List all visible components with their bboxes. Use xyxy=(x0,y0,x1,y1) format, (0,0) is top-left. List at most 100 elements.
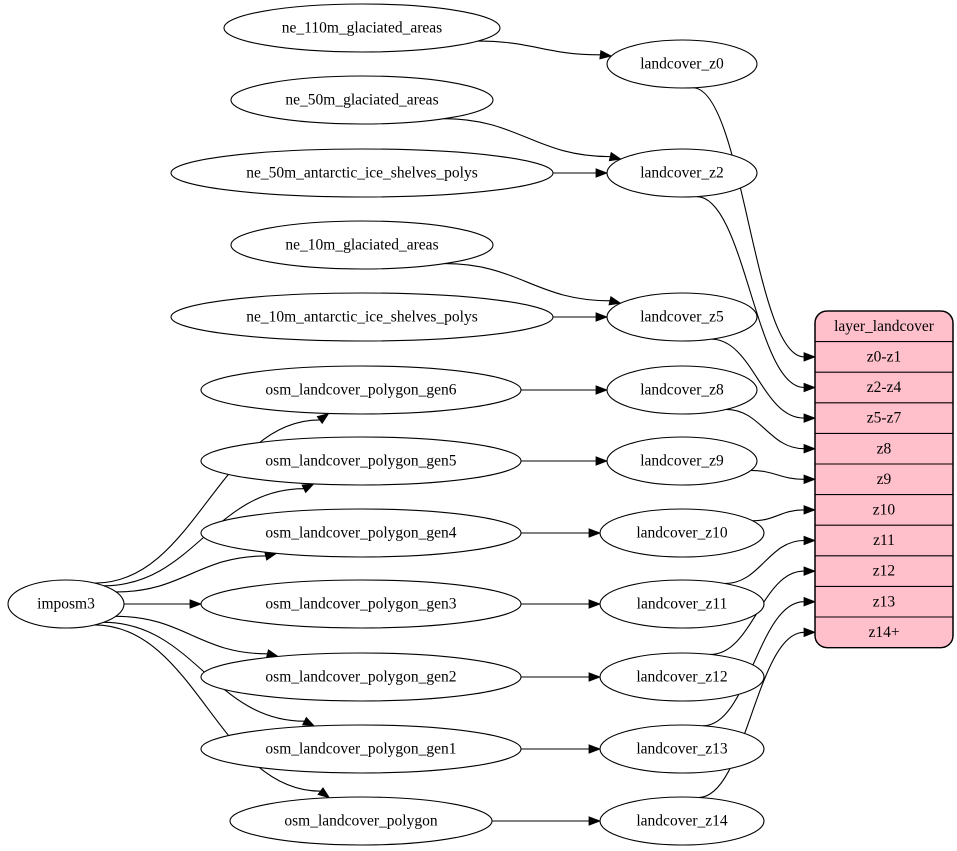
node-label: ne_50m_antarctic_ice_shelves_polys xyxy=(246,165,478,182)
table-row-label-z2-z4[interactable]: z2-z4 xyxy=(867,379,902,396)
node-osm_landcover_polygon_gen3[interactable]: osm_landcover_polygon_gen3 xyxy=(200,579,522,629)
node-label: ne_50m_glaciated_areas xyxy=(285,92,438,109)
edge-arrowhead xyxy=(803,535,817,546)
node-label: osm_landcover_polygon_gen4 xyxy=(265,525,456,542)
node-ne_10m_glaciated_areas[interactable]: ne_10m_glaciated_areas xyxy=(230,220,494,270)
node-ne_50m_antarctic_ice_shelves_polys[interactable]: ne_50m_antarctic_ice_shelves_polys xyxy=(170,148,554,198)
table-row-label-z12[interactable]: z12 xyxy=(873,563,895,580)
edge-arrowhead xyxy=(301,483,315,494)
mid-node-shape xyxy=(599,652,765,702)
nodes-layer: imposm3 ne_110m_glaciated_areas ne_50m_gla… xyxy=(7,3,765,846)
table-row-label-z5-z7[interactable]: z5-z7 xyxy=(867,410,902,427)
node-osm_landcover_polygon_gen1[interactable]: osm_landcover_polygon_gen1 xyxy=(200,724,522,774)
edge-arrowhead xyxy=(803,566,817,576)
edge-imposm3-to-osm_landcover_polygon_gen4 xyxy=(116,555,266,593)
mid-node-shape xyxy=(599,508,765,558)
node-label: ne_110m_glaciated_areas xyxy=(282,20,442,37)
edge-arrowhead xyxy=(803,596,817,607)
edge-arrowhead xyxy=(588,816,602,826)
node-osm_landcover_polygon[interactable]: osm_landcover_polygon xyxy=(229,796,493,846)
mid-node-shape xyxy=(606,292,758,342)
node-osm_landcover_polygon_gen2[interactable]: osm_landcover_polygon_gen2 xyxy=(200,652,522,702)
node-osm_landcover_polygon_gen5[interactable]: osm_landcover_polygon_gen5 xyxy=(200,436,522,486)
mid-node-shape xyxy=(599,579,765,629)
table-row-label-z14-[interactable]: z14+ xyxy=(868,624,899,641)
node-label: landcover_z13 xyxy=(636,741,727,758)
node-label: imposm3 xyxy=(37,596,95,613)
edge-arrowhead xyxy=(803,443,817,454)
edge-landcover_z8-to-layer_landcover-z8 xyxy=(726,408,805,450)
node-ne_110m_glaciated_areas[interactable]: ne_110m_glaciated_areas xyxy=(223,3,501,53)
edge-arrowhead xyxy=(588,672,602,682)
edge-arrowhead xyxy=(803,505,817,515)
node-label: osm_landcover_polygon_gen6 xyxy=(265,382,456,399)
edge-arrowhead xyxy=(803,352,817,362)
table-row-label-z11[interactable]: z11 xyxy=(873,532,895,549)
source-node-shape xyxy=(200,436,522,486)
edge-arrowhead xyxy=(803,474,817,485)
layer-landcover-table: layer_landcover z0-z1 z2-z4 z5-z7 z8 z9 z10 z11… xyxy=(814,310,954,649)
node-label: landcover_z12 xyxy=(636,669,727,686)
source-node-shape xyxy=(200,724,522,774)
source-node-shape xyxy=(230,220,494,270)
mid-node-shape xyxy=(599,796,765,846)
edge-landcover_z9-to-layer_landcover-z9 xyxy=(750,469,805,480)
node-ne_10m_antarctic_ice_shelves_polys[interactable]: ne_10m_antarctic_ice_shelves_polys xyxy=(170,292,554,342)
edge-arrowhead xyxy=(608,151,623,162)
source-node-shape xyxy=(200,652,522,702)
table-row-label-z9[interactable]: z9 xyxy=(877,471,892,488)
table-header-label: layer_landcover xyxy=(834,318,935,335)
edge-landcover_z13-to-layer_landcover-z13 xyxy=(702,601,805,727)
edge-arrowhead xyxy=(317,787,331,799)
node-landcover_z8[interactable]: landcover_z8 xyxy=(606,365,758,415)
edge-ne_10m_glaciated_areas-to-landcover_z5 xyxy=(444,263,610,302)
mid-node-shape xyxy=(606,436,758,486)
mid-node-shape xyxy=(606,148,758,198)
node-osm_landcover_polygon_gen6[interactable]: osm_landcover_polygon_gen6 xyxy=(200,365,522,415)
node-landcover_z11[interactable]: landcover_z11 xyxy=(599,579,765,629)
node-label: osm_landcover_polygon_gen2 xyxy=(265,669,456,686)
table-row-label-z8[interactable]: z8 xyxy=(877,440,892,457)
edge-ne_110m_glaciated_areas-to-landcover_z0 xyxy=(477,40,601,56)
edge-arrowhead xyxy=(595,312,609,322)
mid-node-shape xyxy=(606,39,758,89)
node-label: landcover_z9 xyxy=(640,453,724,470)
edge-arrowhead xyxy=(316,412,330,425)
source-node-shape xyxy=(230,75,494,125)
edge-arrowhead xyxy=(608,296,622,306)
edge-arrowhead xyxy=(189,599,203,609)
node-landcover_z14[interactable]: landcover_z14 xyxy=(599,796,765,846)
node-landcover_z0[interactable]: landcover_z0 xyxy=(606,39,758,89)
edge-imposm3-to-osm_landcover_polygon_gen6 xyxy=(94,419,320,584)
edge-arrowhead xyxy=(599,50,613,60)
node-osm_landcover_polygon_gen4[interactable]: osm_landcover_polygon_gen4 xyxy=(200,508,522,558)
table-row-label-z10[interactable]: z10 xyxy=(873,501,896,518)
source-node-shape xyxy=(200,365,522,415)
node-landcover_z13[interactable]: landcover_z13 xyxy=(599,724,765,774)
node-landcover_z10[interactable]: landcover_z10 xyxy=(599,508,765,558)
edge-arrowhead xyxy=(588,599,602,609)
node-landcover_z2[interactable]: landcover_z2 xyxy=(606,148,758,198)
node-landcover_z9[interactable]: landcover_z9 xyxy=(606,436,758,486)
edge-arrowhead xyxy=(301,716,316,727)
source-node-shape xyxy=(170,292,554,342)
mid-node-shape xyxy=(606,365,758,415)
edge-landcover_z2-to-layer_landcover-z2-z4 xyxy=(696,195,805,389)
node-label: osm_landcover_polygon_gen5 xyxy=(265,453,456,470)
edge-arrowhead xyxy=(803,413,817,423)
edge-landcover_z10-to-layer_landcover-z10 xyxy=(752,509,805,522)
root-node-shape xyxy=(7,579,125,629)
node-label: landcover_z10 xyxy=(636,525,727,542)
edge-arrowhead xyxy=(595,456,609,466)
node-ne_50m_glaciated_areas[interactable]: ne_50m_glaciated_areas xyxy=(230,75,494,125)
node-label: ne_10m_antarctic_ice_shelves_polys xyxy=(246,309,478,326)
node-imposm3[interactable]: imposm3 xyxy=(7,579,125,629)
node-landcover_z12[interactable]: landcover_z12 xyxy=(599,652,765,702)
table-row-label-z13[interactable]: z13 xyxy=(873,593,896,610)
table-outline xyxy=(814,310,954,649)
node-landcover_z5[interactable]: landcover_z5 xyxy=(606,292,758,342)
edge-arrowhead xyxy=(803,627,817,638)
table-row-label-z0-z1[interactable]: z0-z1 xyxy=(867,348,901,365)
